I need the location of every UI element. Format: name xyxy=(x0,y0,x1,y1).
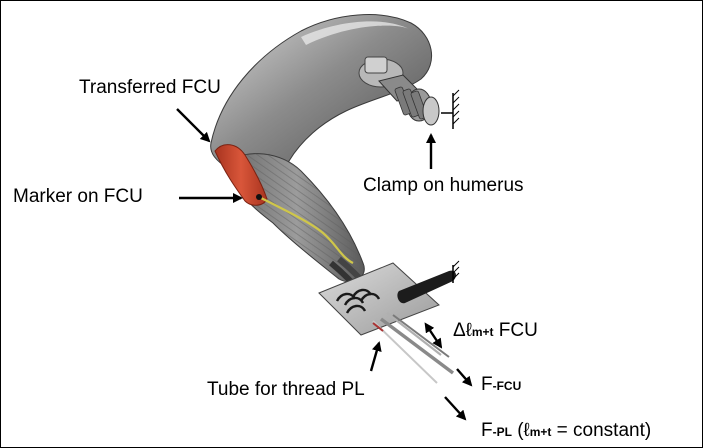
force-fcu-subscript: -FCU xyxy=(492,379,522,393)
force-pl-paren-open: (ℓ xyxy=(511,420,530,441)
label-force-fcu: F-FCU xyxy=(481,375,521,394)
threads xyxy=(372,312,455,384)
delta-suffix: FCU xyxy=(493,320,538,341)
label-delta-length-fcu: Δℓm+t FCU xyxy=(453,321,538,340)
delta-subscript: m+t xyxy=(471,325,494,339)
delta-symbol: Δℓ xyxy=(453,320,472,341)
force-pl-paren-close: = constant) xyxy=(551,420,652,441)
clamp-assembly xyxy=(358,56,460,129)
force-pl-subscript: -PL xyxy=(492,425,512,439)
fcu-muscle xyxy=(214,144,268,206)
label-tube-for-thread: Tube for thread PL xyxy=(207,379,365,400)
marker-thread xyxy=(258,196,354,264)
annotation-arrows xyxy=(176,108,473,421)
label-force-pl: F-PL (ℓm+t = constant) xyxy=(481,421,651,440)
force-pl-letter: F xyxy=(481,420,493,441)
label-transferred-fcu: Transferred FCU xyxy=(79,77,221,98)
label-marker-on-fcu: Marker on FCU xyxy=(13,186,143,207)
force-pl-paren-subscript: m+t xyxy=(529,425,552,439)
force-fcu-letter: F xyxy=(481,374,493,395)
plate-hooks xyxy=(335,288,381,314)
label-clamp-on-humerus: Clamp on humerus xyxy=(363,175,524,196)
